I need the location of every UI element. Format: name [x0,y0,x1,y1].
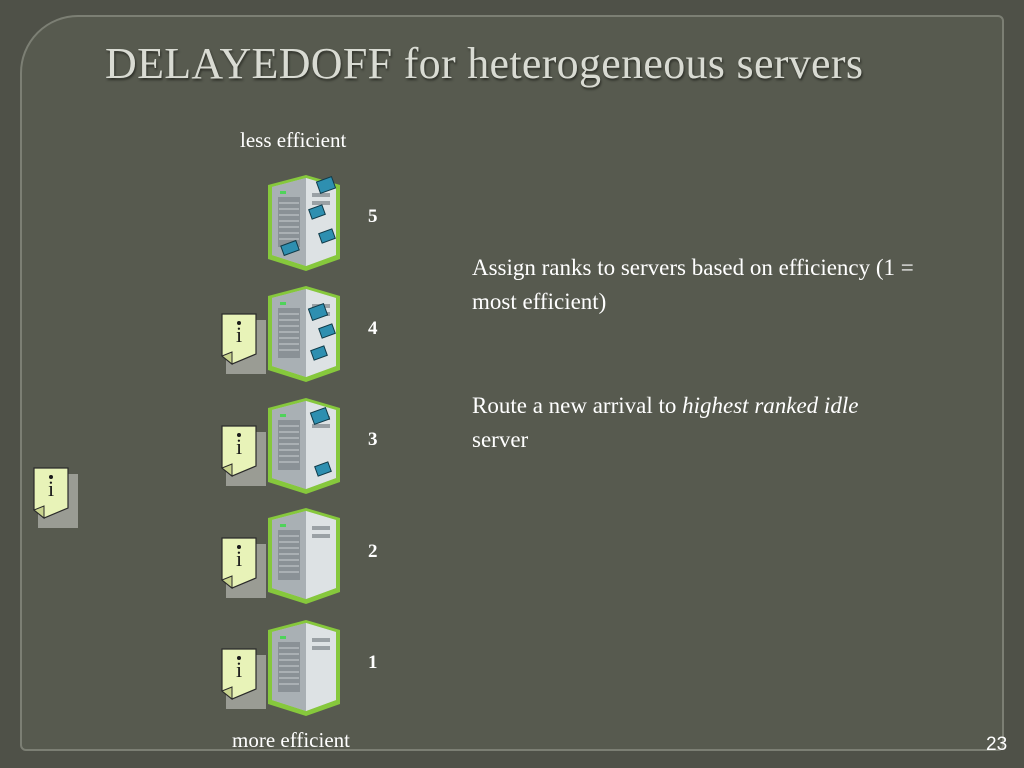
job-icon: i [220,312,266,374]
circuit-board-icon [307,302,336,361]
rank-1: 1 [368,652,378,673]
server-rank-5 [262,167,346,275]
svg-text:i: i [48,476,54,501]
server-rank-2 [262,500,346,608]
job-icon: i [220,647,266,709]
server-icon [268,286,340,382]
server-rank-4 [262,278,346,386]
svg-text:i: i [236,546,242,571]
routing-rule-emphasis: highest ranked idle [682,393,859,418]
server-icon [268,508,340,604]
rank-5: 5 [368,206,378,227]
new-arrival-job-icon: i [32,466,78,528]
rank-3: 3 [368,429,378,450]
routing-rule-text-end: server [472,427,529,452]
job-icon: i [220,424,266,486]
svg-text:i: i [236,322,242,347]
job-icon: i [220,536,266,598]
circuit-board-icon [309,406,332,477]
server-rank-3 [262,390,346,498]
server-icon [268,620,340,716]
routing-rule-text-start: Route a new arrival to [472,393,683,418]
page-number: 23 [986,734,1008,755]
slide-frame [20,15,1004,751]
rank-2: 2 [368,541,378,562]
circuit-board-icon [280,175,337,257]
slide-title: DELAYEDOFF for heterogeneous servers [105,39,864,88]
server-icon [268,398,340,494]
more-efficient-label: more efficient [232,728,350,752]
rank-4: 4 [368,318,378,339]
routing-rule-text: Route a new arrival to highest ranked id… [472,389,902,457]
svg-text:i: i [236,434,242,459]
server-icon [268,175,340,271]
rank-assignment-text: Assign ranks to servers based on efficie… [472,255,914,314]
server-rank-1 [262,612,346,720]
svg-text:i: i [236,657,242,682]
less-efficient-label: less efficient [240,128,347,152]
